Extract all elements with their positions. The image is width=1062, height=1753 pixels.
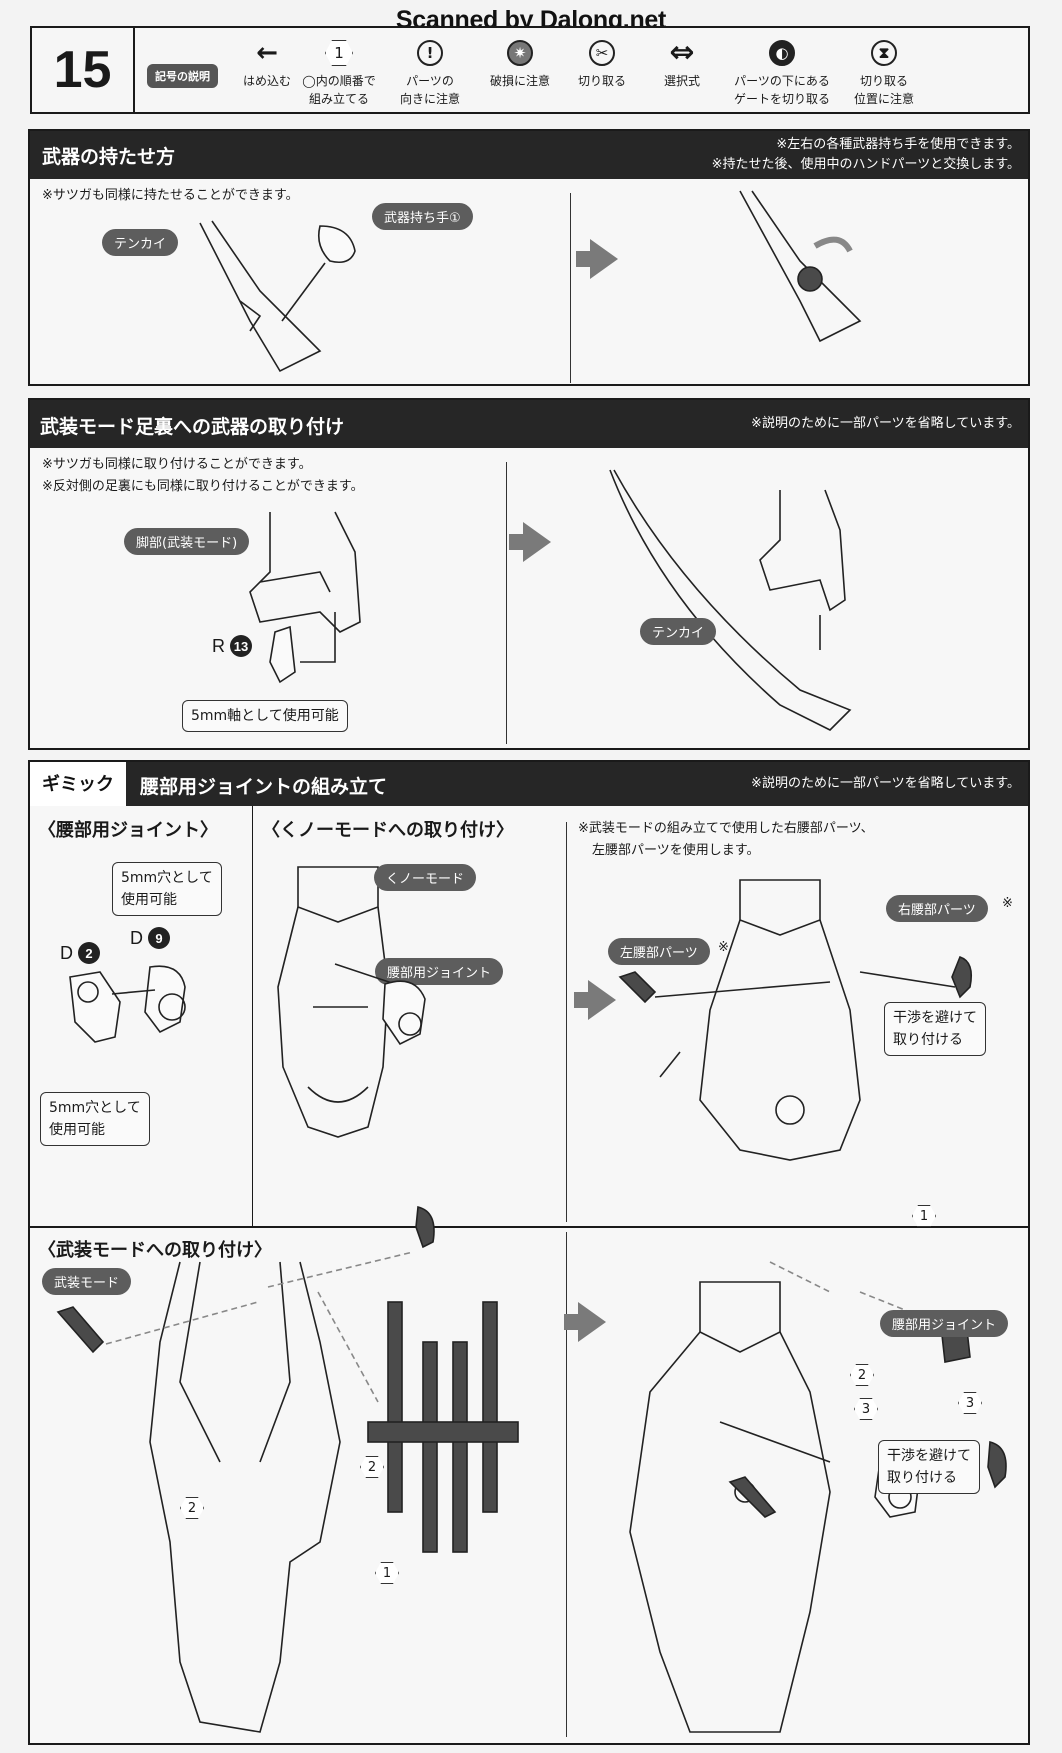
weapon-label: テンカイ — [102, 229, 179, 256]
cut-off-icon: ✂ — [567, 38, 637, 68]
part-number-d2: D 2 — [60, 942, 100, 964]
step-order-hexagon-icon: 1 — [294, 38, 384, 68]
divider — [566, 1232, 567, 1737]
armed-mode-label: 武装モード — [42, 1268, 132, 1295]
divider — [30, 1226, 1028, 1228]
subtitle-armed-attach: 〈武装モードへの取り付け〉 — [38, 1240, 272, 1261]
step-marker: 2 — [850, 1364, 874, 1386]
armed-parts-diagram — [56, 1205, 519, 1553]
hand-part — [317, 225, 356, 264]
divider — [252, 806, 253, 1226]
orientation-caution-icon: ! — [390, 38, 470, 68]
waist-joint-parts-illustration — [69, 965, 186, 1043]
subtitle-kunoichi-attach: 〈くノーモードへの取り付け〉 — [262, 820, 514, 841]
cut-gate-under-part-icon: ◐ — [727, 38, 837, 68]
legend-item-orientation: ! パーツの 向きに注意 — [390, 38, 470, 108]
note: ※サツガも同様に持たせることができます。 — [42, 188, 299, 203]
breakage-caution-icon: ✷ — [480, 38, 560, 68]
section-header: ギミック 腰部用ジョイントの組み立て ※説明のために一部パーツを省略しています。 — [30, 762, 1028, 806]
divider — [566, 822, 567, 1222]
next-step-arrow-icon — [576, 239, 618, 279]
weapon-label: テンカイ — [640, 618, 717, 645]
sword-held-illustration — [739, 190, 862, 343]
hand-part-label: 武器持ち手① — [372, 203, 473, 230]
callout-avoid-interference: 干渉を避けて 取り付ける — [878, 1440, 980, 1494]
step-marker: 1 — [375, 1562, 399, 1584]
section-note: ※説明のために一部パーツを省略しています。 — [751, 776, 1020, 791]
legend-item-cut-gate: ◐ パーツの下にある ゲートを切り取る — [727, 38, 837, 108]
note: ※サツガも同様に取り付けることができます。 ※反対側の足裏にも同様に取り付けるこ… — [42, 457, 364, 494]
leg-label: 脚部(武装モード) — [124, 528, 250, 555]
leg-armed-mode-illustration — [249, 511, 361, 684]
sword-hilt-illustration — [199, 220, 356, 373]
section-note: ※説明のために一部パーツを省略しています。 — [751, 416, 1020, 431]
asterisk: ※ — [1002, 896, 1013, 911]
right-waist-part-label: 右腰部パーツ — [886, 895, 988, 922]
callout-5mm-shaft: 5mm軸として使用可能 — [182, 700, 348, 732]
cut-position-caution-icon: ⧗ — [844, 38, 924, 68]
legend-item-selectable: ⇔ 選択式 — [647, 38, 717, 90]
step-marker: 2 — [360, 1456, 384, 1478]
divider — [570, 193, 571, 383]
part-number-r13: R 13 — [212, 635, 252, 657]
section-title: 武装モード足裏への武器の取り付け — [40, 416, 345, 438]
waist-parts-arrows — [618, 956, 973, 1004]
section-title: 腰部用ジョイントの組み立て — [140, 776, 388, 798]
legend-item-insert: ← はめ込む — [232, 38, 302, 90]
divider — [506, 462, 507, 744]
step-number: 15 — [32, 28, 135, 112]
waist-joint-part-illustration — [334, 963, 426, 1046]
part-number-d9: D 9 — [130, 927, 170, 949]
section-header: 武器の持たせ方 ※左右の各種武器持ち手を使用できます。 ※持たせた後、使用中のハ… — [30, 131, 1028, 179]
kunoichi-result-figure-illustration — [699, 879, 861, 1161]
asterisk: ※ — [718, 940, 729, 955]
next-step-arrow-icon — [509, 522, 551, 562]
step-marker: 1 — [912, 1205, 936, 1227]
section-header: 武装モード足裏への武器の取り付け ※説明のために一部パーツを省略しています。 — [30, 400, 1028, 448]
legend-item-step-order: 1 ◯内の順番で 組み立てる — [294, 38, 384, 108]
gimmick-tag: ギミック — [30, 762, 126, 806]
subtitle-waist-joint: 〈腰部用ジョイント〉 — [38, 820, 218, 841]
sword-on-foot-illustration — [609, 469, 852, 731]
armed-figure-illustration — [149, 1261, 341, 1733]
step-header: 15 記号の説明 ← はめ込む 1 ◯内の順番で 組み立てる ! パーツの 向き… — [30, 26, 1030, 114]
section-notes: ※左右の各種武器持ち手を使用できます。 ※持たせた後、使用中のハンドパーツと交換… — [711, 137, 1020, 172]
left-waist-part-label: 左腰部パーツ — [608, 938, 710, 965]
callout-avoid-interference: 干渉を避けて 取り付ける — [884, 1002, 986, 1056]
waist-joint-label: 腰部用ジョイント — [375, 958, 504, 985]
step-marker: 3 — [854, 1398, 878, 1420]
section-title: 武器の持たせ方 — [42, 146, 176, 168]
legend-item-cut-off: ✂ 切り取る — [567, 38, 637, 90]
step-marker: 2 — [180, 1497, 204, 1519]
callout-5mm-hole-bottom: 5mm穴として 使用可能 — [40, 1092, 150, 1146]
callout-5mm-hole-top: 5mm穴として 使用可能 — [112, 862, 222, 916]
legend-title: 記号の説明 — [147, 64, 218, 88]
kunoichi-mode-label: くノーモード — [374, 864, 477, 891]
next-step-arrow-icon — [574, 980, 616, 1020]
note: ※武装モードの組み立てで使用した右腰部パーツ、 左腰部パーツを使用します。 — [578, 821, 874, 858]
section-waist-joint: ギミック 腰部用ジョイントの組み立て ※説明のために一部パーツを省略しています。… — [28, 760, 1030, 1745]
insert-arrow-icon: ← — [256, 38, 278, 68]
selectable-icon: ⇔ — [669, 35, 695, 70]
legend-item-breakage: ✷ 破損に注意 — [480, 38, 560, 90]
waist-joint-label: 腰部用ジョイント — [880, 1310, 1009, 1337]
step-marker: 3 — [958, 1392, 982, 1414]
section-weapon-holding: 武器の持たせ方 ※左右の各種武器持ち手を使用できます。 ※持たせた後、使用中のハ… — [28, 129, 1030, 386]
legend-item-cut-position: ⧗ 切り取る 位置に注意 — [844, 38, 924, 108]
next-step-arrow-icon — [564, 1302, 606, 1342]
section-foot-attachment: 武装モード足裏への武器の取り付け ※説明のために一部パーツを省略しています。 ※… — [28, 398, 1030, 750]
